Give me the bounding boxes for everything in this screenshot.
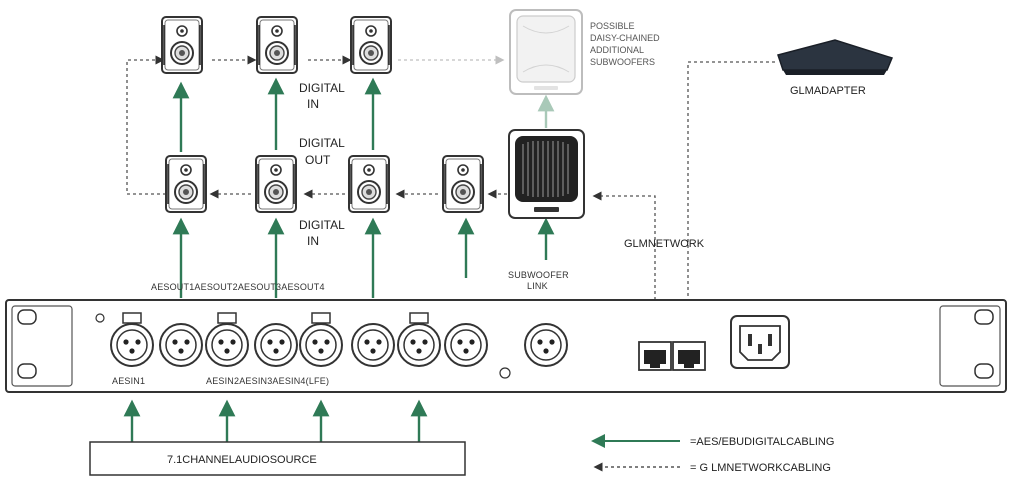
digital-out-line1: DIGITAL — [299, 136, 345, 150]
rack-mount-hole — [974, 363, 994, 379]
aes-cabling — [123, 77, 555, 442]
subwoofer-link-line1: SUBWOOFER — [508, 270, 569, 280]
xlr-connector-icon — [351, 323, 395, 367]
legend — [591, 434, 680, 472]
xlr-connector-icon — [444, 323, 488, 367]
aes-in1-label: AESIN1 — [112, 376, 145, 386]
rack-mount-hole — [17, 309, 37, 325]
xlr-connector-icon — [254, 323, 298, 367]
glm-adapter-label: GLMADAPTER — [790, 85, 866, 97]
digital-in-top-line1: DIGITAL — [299, 81, 345, 95]
digital-in-top-line2: IN — [307, 97, 319, 111]
legend-glm-label: = G LMNETWORKCABLING — [690, 462, 831, 474]
rack-mount-hole — [974, 309, 994, 325]
iec-power-inlet-icon — [730, 315, 790, 369]
speaker-bottom-2 — [255, 155, 297, 213]
additional-subwoofer — [509, 9, 583, 95]
speaker-bottom-3 — [348, 155, 390, 213]
xlr-connectors — [110, 312, 568, 367]
xlr-connector-icon — [397, 312, 441, 367]
digital-in-bottom-line2: IN — [307, 234, 319, 248]
aes-out-label: AESOUT1AESOUT2AESOUT3AESOUT4 — [151, 282, 325, 292]
network-cabling — [126, 55, 775, 342]
speaker-bottom-4 — [442, 155, 484, 213]
possible-subs-line4: SUBWOOFERS — [590, 57, 655, 67]
possible-subs-line2: DAISY-CHAINED — [590, 33, 660, 43]
possible-subs-line3: ADDITIONAL — [590, 45, 644, 55]
glm-adapter-icon — [777, 39, 894, 75]
rack-unit — [5, 299, 1007, 393]
digital-out-line2: OUT — [305, 153, 331, 167]
glm-network-label: GLMNETWORK — [624, 238, 705, 250]
speaker-bottom-1 — [165, 155, 207, 213]
daisy-chain-left-loop — [126, 55, 166, 195]
subwoofer-link-line2: LINK — [527, 281, 548, 291]
speaker-top-2 — [256, 16, 298, 74]
aes-in-rest-label: AESIN2AESIN3AESIN4(LFE) — [206, 376, 329, 386]
legend-aes-label: =AES/EBUDIGITALCABLING — [690, 436, 834, 448]
audio-source-box — [89, 441, 466, 476]
digital-in-bottom-line1: DIGITAL — [299, 218, 345, 232]
network-to-subwoofer — [592, 191, 656, 342]
xlr-connector-icon — [524, 323, 568, 367]
xlr-connector-icon — [159, 323, 203, 367]
xlr-connector-icon — [205, 312, 249, 367]
speaker-top-3 — [350, 16, 392, 74]
rack-mount-hole — [17, 363, 37, 379]
main-subwoofer — [508, 129, 585, 219]
xlr-connector-icon — [299, 312, 343, 367]
rj45-port-icon — [638, 341, 672, 371]
possible-subs-line1: POSSIBLE — [590, 21, 635, 31]
rj45-port-icon — [672, 341, 706, 371]
speaker-top-1 — [161, 16, 203, 74]
adapter-to-network-port — [683, 61, 775, 335]
audio-source-label: 7.1CHANNELAUDIOSOURCE — [167, 454, 317, 466]
xlr-connector-icon — [110, 312, 154, 367]
